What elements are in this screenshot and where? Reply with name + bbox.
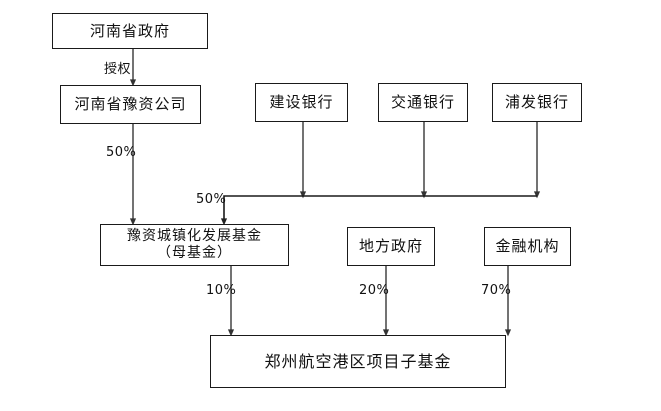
node-provincial-government: 河南省政府 bbox=[52, 13, 208, 49]
node-airport-sub-fund-label: 郑州航空港区项目子基金 bbox=[264, 351, 452, 371]
edge-label-yuzi-to-fund: 50% bbox=[106, 145, 137, 160]
node-urbanization-fund-line2: （母基金） bbox=[157, 245, 232, 261]
edge-label-fund-to-subfund: 10% bbox=[206, 283, 237, 298]
node-urbanization-fund: 豫资城镇化发展基金 （母基金） bbox=[100, 224, 289, 266]
node-airport-sub-fund: 郑州航空港区项目子基金 bbox=[210, 335, 506, 388]
node-urbanization-fund-label: 豫资城镇化发展基金 （母基金） bbox=[101, 228, 288, 263]
edge-label-authorization: 授权 bbox=[104, 62, 132, 77]
edge-label-localgov-to-subfund: 20% bbox=[359, 283, 390, 298]
node-yuzi-company: 河南省豫资公司 bbox=[60, 85, 201, 124]
node-bocom-bank-label: 交通银行 bbox=[390, 93, 455, 112]
node-ccb-bank-label: 建设银行 bbox=[269, 93, 334, 112]
edge-banks-bus-to-fund bbox=[220, 195, 537, 226]
node-spdb-bank: 浦发银行 bbox=[492, 83, 582, 122]
edge-label-fininst-to-subfund: 70% bbox=[481, 283, 512, 298]
node-spdb-bank-label: 浦发银行 bbox=[504, 93, 569, 112]
node-local-government: 地方政府 bbox=[347, 227, 435, 266]
node-financial-institution-label: 金融机构 bbox=[495, 237, 560, 256]
node-urbanization-fund-line1: 豫资城镇化发展基金 bbox=[127, 227, 262, 244]
edge-label-banks-to-fund: 50% bbox=[196, 192, 227, 207]
node-yuzi-company-label: 河南省豫资公司 bbox=[74, 95, 187, 114]
node-local-government-label: 地方政府 bbox=[358, 237, 423, 256]
node-provincial-government-label: 河南省政府 bbox=[89, 21, 170, 40]
node-bocom-bank: 交通银行 bbox=[378, 83, 468, 122]
node-financial-institution: 金融机构 bbox=[484, 227, 571, 266]
node-ccb-bank: 建设银行 bbox=[255, 83, 348, 122]
